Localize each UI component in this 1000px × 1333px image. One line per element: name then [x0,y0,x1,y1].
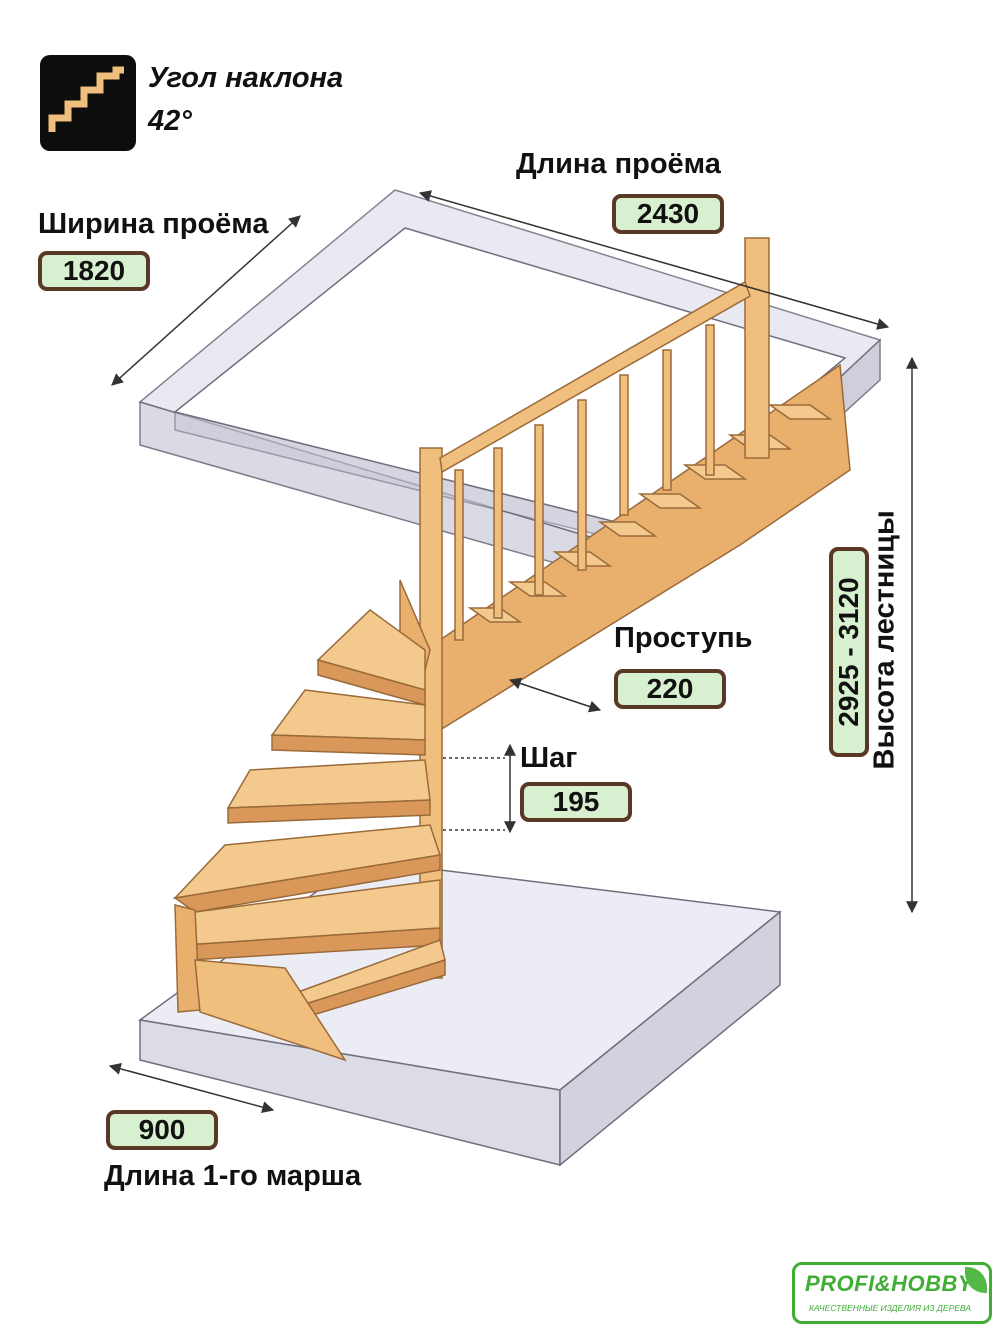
tread-value: 220 [614,669,726,709]
stair-height-label: Высота лестницы [868,510,901,770]
first-flight-value: 900 [106,1110,218,1150]
opening-width-label: Ширина проёма [38,208,269,240]
step-label: Шаг [520,742,578,774]
tread-label: Проступь [614,622,753,654]
angle-value: 42° [148,105,192,137]
step-value: 195 [520,782,632,822]
brand-tagline: КАЧЕСТВЕННЫЕ ИЗДЕЛИЯ ИЗ ДЕРЕВА [809,1303,971,1313]
angle-title: Угол наклона [148,62,344,94]
opening-length-label: Длина проёма [516,148,721,180]
stairs-icon [40,55,136,151]
opening-length-value: 2430 [612,194,724,234]
winder-treads [172,579,446,1062]
opening-width-value: 1820 [38,251,150,291]
first-flight-label: Длина 1-го марша [104,1160,362,1192]
brand-name: PROFI&HOBBY [805,1271,974,1296]
dimension-lines [108,190,918,1113]
brand-logo: PROFI&HOBBY КАЧЕСТВЕННЫЕ ИЗДЕЛИЯ ИЗ ДЕРЕ… [792,1262,992,1324]
leaf-icon [965,1267,987,1293]
stair-height-value: 2925 - 3120 [829,547,869,757]
